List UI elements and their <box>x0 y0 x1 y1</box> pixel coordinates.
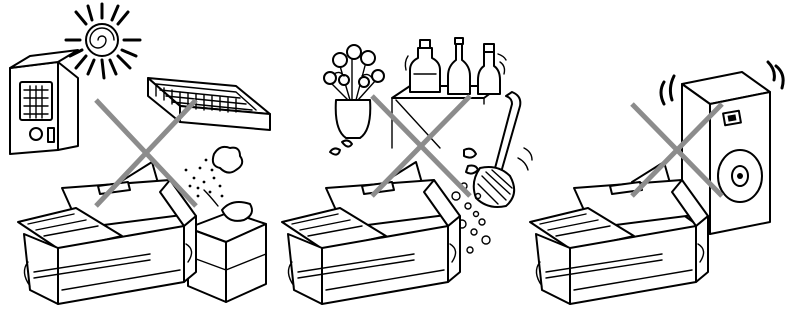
prohibited-cross-icon <box>630 102 724 198</box>
printer-icon <box>281 161 461 305</box>
panel-2 <box>281 37 533 305</box>
prohibited-cross-icon <box>370 94 472 198</box>
flower-vase-icon <box>323 44 385 156</box>
panel-3 <box>529 60 785 305</box>
sun-icon <box>64 2 142 80</box>
humidifier-icon <box>184 145 267 303</box>
panel-1 <box>9 2 271 305</box>
printer-icon <box>17 161 197 305</box>
bottle-shelf-icon <box>391 37 507 149</box>
air-vent-icon <box>147 77 271 131</box>
printer-icon <box>529 161 709 305</box>
heater-icon <box>9 49 79 155</box>
prohibited-cross-icon <box>94 98 198 208</box>
